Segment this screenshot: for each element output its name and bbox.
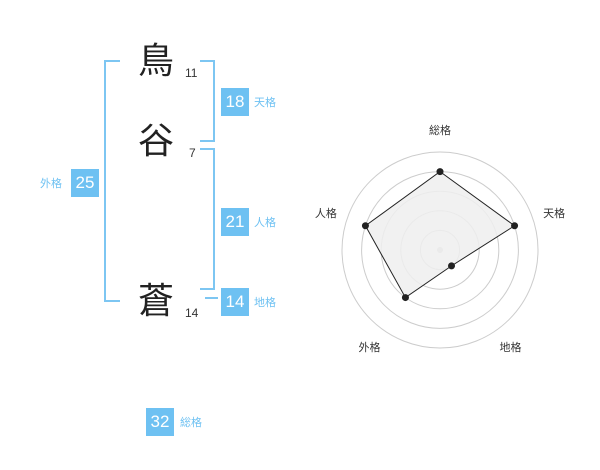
radar-point-1 — [436, 168, 444, 176]
jinkaku-label: 人格 — [254, 216, 276, 229]
jinkaku-value: 21 — [221, 208, 249, 236]
soukaku-label: 総格 — [180, 416, 202, 429]
radar-axis-label-1: 総格 — [429, 123, 451, 137]
gaikaku-bracket — [104, 60, 120, 302]
chikaku-connector — [205, 297, 218, 299]
soukaku-value: 32 — [146, 408, 174, 436]
tenkaku-bracket — [200, 60, 215, 142]
radar-point-5 — [361, 222, 369, 230]
radar-point-4 — [401, 294, 409, 302]
radar-axis-label-4: 外格 — [358, 340, 380, 354]
name-char-2: 谷 — [138, 121, 175, 162]
radar-axis-label-5: 人格 — [315, 206, 337, 220]
stroke-count-3: 14 — [185, 306, 199, 320]
jinkaku-bracket — [200, 148, 215, 290]
radar-axis-label-3: 地格 — [500, 340, 522, 354]
chikaku-value: 14 — [221, 288, 249, 316]
radar-point-3 — [448, 262, 456, 270]
chikaku-label: 地格 — [254, 296, 276, 309]
stroke-count-1: 11 — [185, 66, 198, 80]
name-char-3: 蒼 — [138, 281, 175, 322]
radar-point-2 — [511, 222, 519, 230]
radar-series-polygon — [364, 170, 516, 299]
radar-axis-label-2: 天格 — [543, 206, 565, 220]
stroke-count-2: 7 — [189, 146, 196, 160]
name-char-1: 鳥 — [138, 41, 175, 82]
tenkaku-value: 18 — [221, 88, 249, 116]
tenkaku-label: 天格 — [254, 96, 276, 109]
gaikaku-label: 外格 — [40, 177, 62, 190]
gaikaku-value: 25 — [71, 169, 99, 197]
